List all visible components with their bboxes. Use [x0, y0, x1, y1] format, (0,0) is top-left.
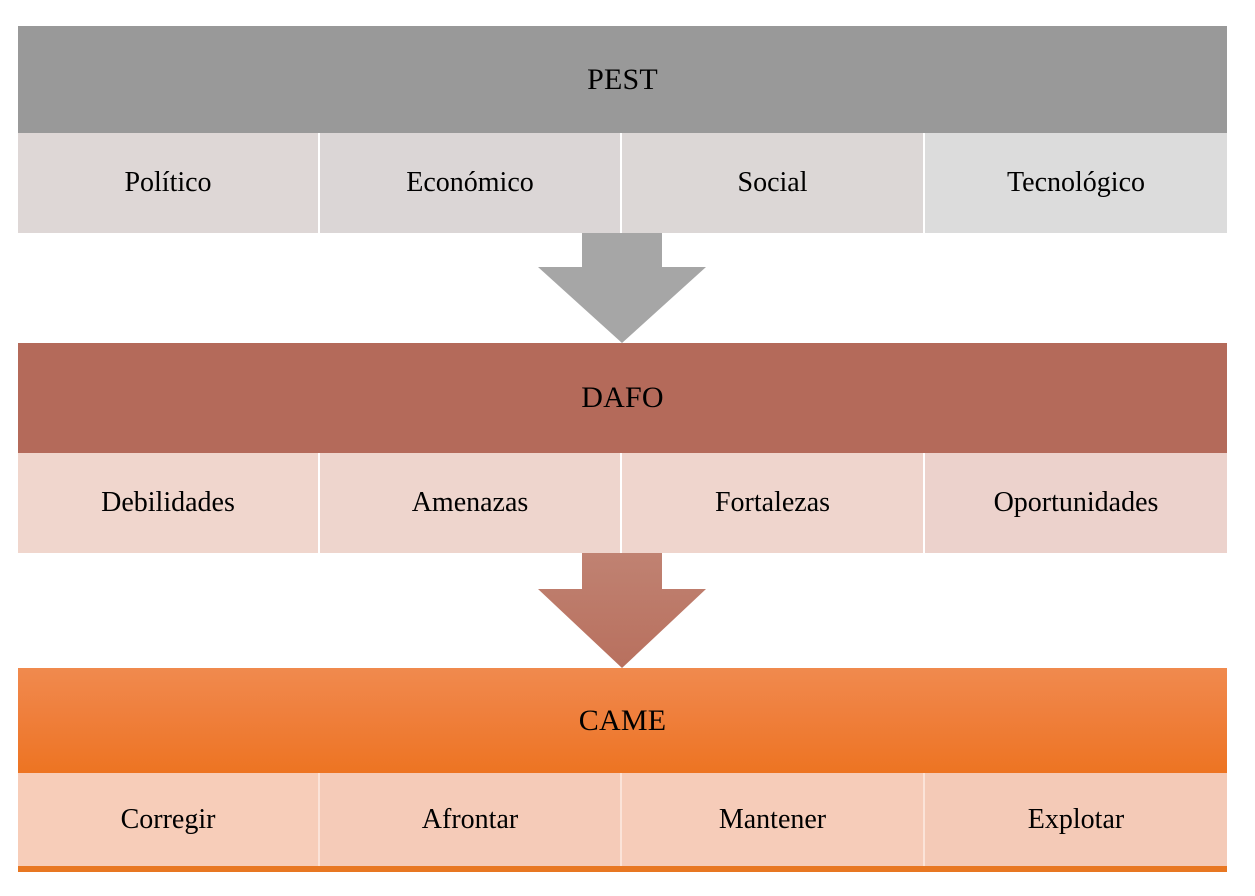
cell-social-label: Social — [737, 167, 808, 198]
stage-dafo-header: DAFO — [18, 343, 1227, 453]
cell-afrontar-label: Afrontar — [421, 803, 519, 835]
cell-fortalezas[interactable]: Fortalezas — [622, 453, 925, 553]
cell-corregir-label: Corregir — [120, 803, 216, 835]
cell-tecnologico-label: Tecnológico — [1007, 167, 1145, 198]
cell-tecnologico[interactable]: Tecnológico — [925, 133, 1227, 233]
cell-economico-label: Económico — [406, 167, 534, 198]
stage-dafo: DAFO Debilidades Amenazas Fortalezas Opo… — [18, 343, 1227, 553]
cell-explotar[interactable]: Explotar — [925, 773, 1227, 866]
cell-debilidades-label: Debilidades — [101, 487, 235, 518]
cell-mantener-label: Mantener — [718, 803, 827, 835]
cell-social[interactable]: Social — [622, 133, 925, 233]
cell-mantener[interactable]: Mantener — [622, 773, 925, 866]
stage-came-title: CAME — [578, 703, 667, 737]
cell-corregir[interactable]: Corregir — [18, 773, 320, 866]
down-arrow-icon-dafo-to-came — [538, 553, 706, 668]
cell-debilidades[interactable]: Debilidades — [18, 453, 320, 553]
stage-came-header: CAME — [18, 668, 1227, 773]
stage-came: CAME Corregir Afrontar Mantener Explotar — [18, 668, 1227, 872]
cell-amenazas[interactable]: Amenazas — [320, 453, 622, 553]
cell-oportunidades[interactable]: Oportunidades — [925, 453, 1227, 553]
down-arrow-icon-pest-to-dafo — [538, 233, 706, 343]
cell-politico[interactable]: Político — [18, 133, 320, 233]
stage-pest-cells: Político Económico Social Tecnológico — [18, 133, 1227, 233]
stage-pest-title: PEST — [587, 62, 658, 96]
stage-pest: PEST Político Económico Social Tecnológi… — [18, 26, 1227, 233]
stage-came-cells: Corregir Afrontar Mantener Explotar — [18, 773, 1227, 872]
cell-amenazas-label: Amenazas — [411, 487, 529, 518]
cell-politico-label: Político — [124, 167, 212, 198]
cell-economico[interactable]: Económico — [320, 133, 622, 233]
cell-fortalezas-label: Fortalezas — [714, 487, 831, 518]
cell-afrontar[interactable]: Afrontar — [320, 773, 622, 866]
cell-explotar-label: Explotar — [1027, 803, 1125, 835]
stage-dafo-cells: Debilidades Amenazas Fortalezas Oportuni… — [18, 453, 1227, 553]
stage-pest-header: PEST — [18, 26, 1227, 133]
stage-dafo-title: DAFO — [581, 381, 664, 414]
cell-oportunidades-label: Oportunidades — [993, 487, 1159, 518]
